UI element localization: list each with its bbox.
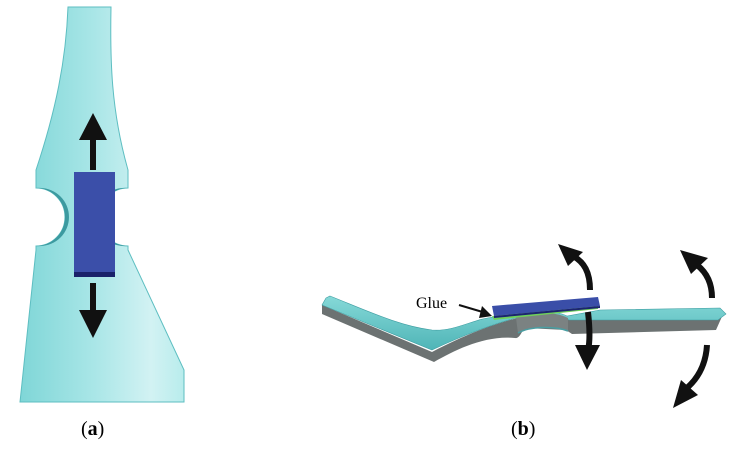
glue-label: Glue (416, 295, 447, 312)
bend-arrow-upper-mid (558, 244, 593, 291)
caption-b: (b) (511, 418, 536, 440)
glue-leader-arrowhead (479, 306, 492, 318)
bend-arrow-lower-right (673, 344, 710, 408)
actuator-patch (74, 172, 115, 276)
actuator-bar (492, 297, 600, 316)
notched-specimen (19, 6, 185, 403)
panel-b: Glue (321, 244, 727, 408)
actuator-edge (74, 272, 115, 277)
bend-arrow-upper-right (680, 250, 715, 299)
caption-a: (a) (81, 418, 105, 440)
panel-a (19, 6, 185, 403)
tension-arrow-up (79, 113, 107, 170)
tension-arrow-down (79, 283, 107, 338)
bend-arrow-lower-mid (575, 311, 600, 370)
